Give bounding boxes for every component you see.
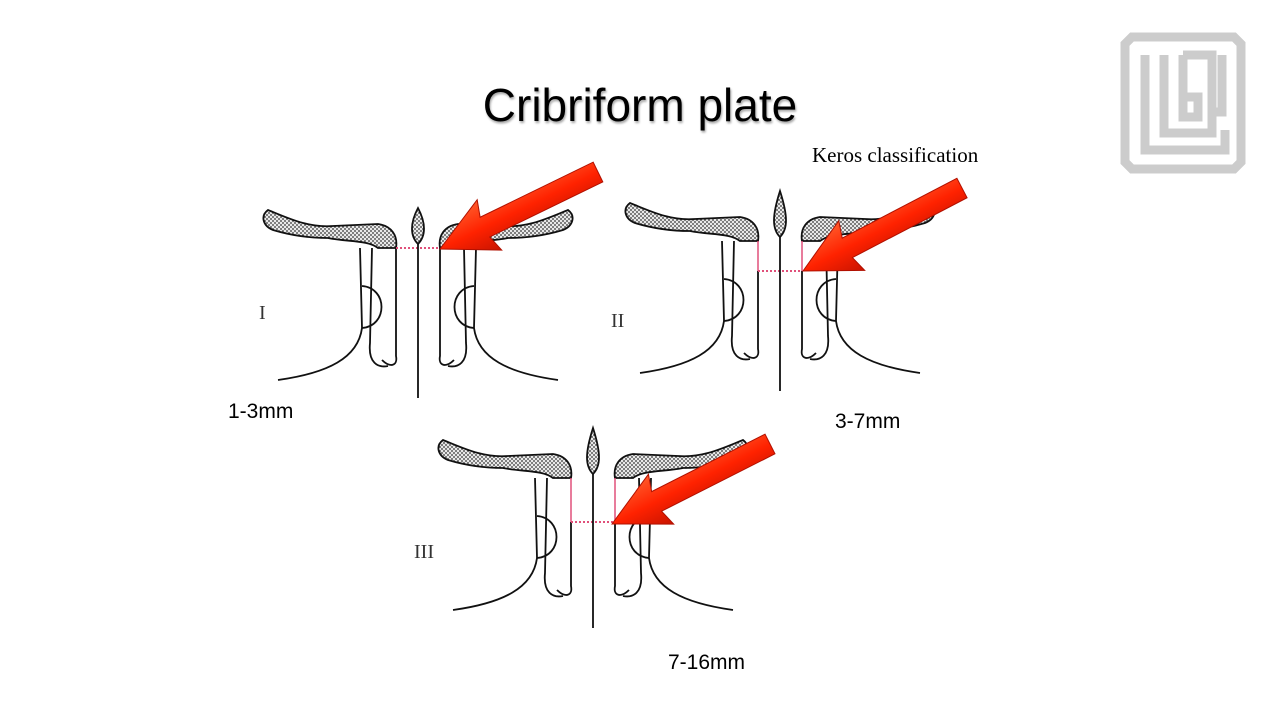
middle-turbinate-inner — [613, 522, 630, 596]
logo — [1120, 32, 1246, 174]
middle-turbinate-inner — [800, 271, 817, 359]
middle-turbinate-inner — [381, 248, 398, 366]
lateral-nasal-wall — [835, 240, 921, 374]
cribriform-diagram-type-1 — [262, 206, 574, 398]
orbital-roof — [262, 208, 398, 249]
arrow-shape — [802, 177, 968, 272]
arrow-shape — [439, 161, 604, 251]
keros-caption: Keros classification — [812, 143, 979, 167]
slide-title: Cribriform plate — [482, 79, 798, 131]
left-half — [437, 438, 573, 611]
ethmoid-bulla — [723, 278, 745, 322]
middle-turbinate-outer — [368, 247, 389, 368]
middle-turbinate-outer — [809, 240, 830, 361]
red-arrow-type-2 — [802, 177, 968, 272]
red-arrow-type-1 — [439, 161, 604, 251]
middle-turbinate-outer — [543, 477, 564, 598]
middle-turbinate-outer — [447, 247, 468, 368]
type-ii-numeral: II — [611, 310, 625, 332]
middle-turbinate-inner — [556, 522, 573, 596]
ethmoid-bulla — [815, 278, 837, 322]
crista-galli — [586, 425, 600, 476]
red-arrow-type-3 — [611, 433, 776, 525]
lateral-nasal-wall — [473, 247, 559, 381]
lateral-nasal-wall — [648, 477, 734, 611]
ethmoid-bulla — [536, 515, 558, 559]
middle-turbinate-inner — [743, 271, 760, 359]
type-iii-numeral: III — [414, 541, 434, 563]
type-ii-depth-label: 3-7mm — [835, 410, 901, 433]
cribriform-diagram-type-3 — [437, 425, 749, 628]
left-half — [262, 208, 398, 381]
middle-turbinate-outer — [730, 240, 751, 361]
arrow-shape — [611, 433, 776, 525]
middle-turbinate-outer — [622, 477, 643, 598]
crista-galli — [773, 188, 787, 239]
left-half — [624, 201, 760, 374]
right-half — [613, 438, 749, 611]
middle-turbinate-inner — [438, 248, 455, 366]
orbital-roof — [437, 438, 573, 479]
ethmoid-bulla — [453, 285, 475, 329]
lateral-nasal-wall — [639, 240, 725, 374]
type-iii-depth-label: 7-16mm — [668, 651, 746, 674]
ethmoid-bulla — [361, 285, 383, 329]
type-i-depth-label: 1-3mm — [228, 400, 294, 423]
crista-galli — [411, 206, 425, 246]
orbital-roof — [624, 201, 760, 242]
lateral-nasal-wall — [452, 477, 538, 611]
lateral-nasal-wall — [277, 247, 363, 381]
type-i-numeral: I — [259, 302, 266, 324]
